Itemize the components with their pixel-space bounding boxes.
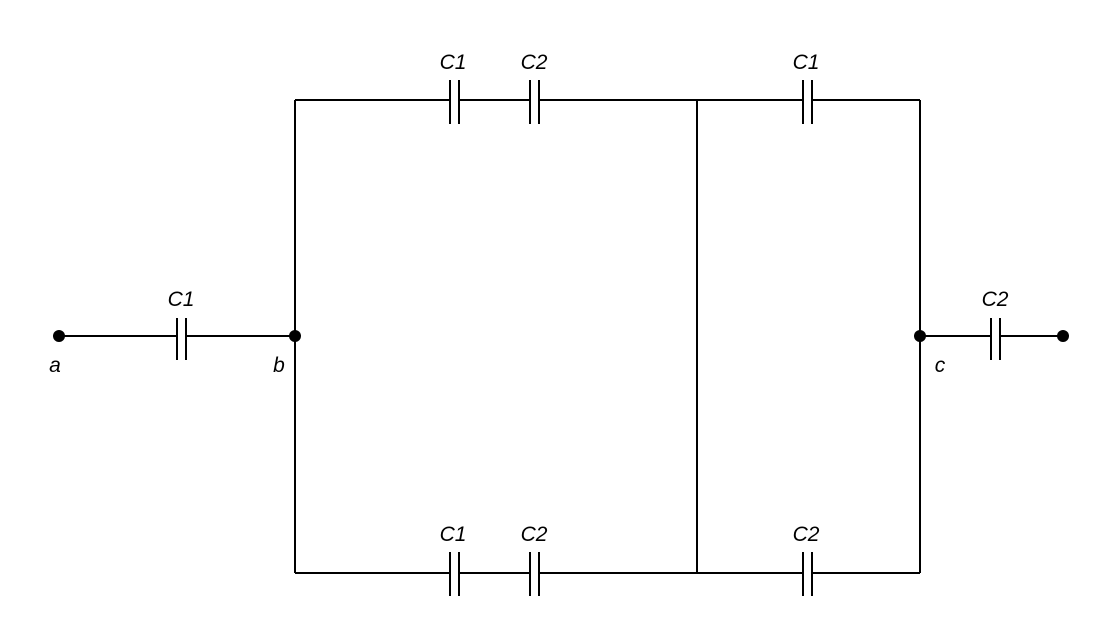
capacitor-label: C1 [440,51,467,74]
terminal-a: a [49,330,65,377]
wires [59,99,1063,574]
capacitor-label: C2 [521,523,548,546]
capacitor-bottom-right-c2: C2 [793,523,820,596]
capacitor-label: C2 [793,523,820,546]
capacitor-bottom-left-c2: C2 [521,523,548,596]
capacitor-top-left-c2: C2 [521,51,548,124]
capacitor-bottom-left-c1: C1 [440,523,467,596]
capacitor-input-c1: C1 [168,288,195,360]
node-label-a: a [49,354,61,377]
capacitor-top-right-c1: C1 [793,51,820,124]
capacitor-label: C2 [521,51,548,74]
capacitor-label: C1 [793,51,820,74]
capacitor-label: C1 [168,288,195,311]
capacitor-label: C2 [982,288,1009,311]
capacitor-top-left-c1: C1 [440,51,467,124]
node-label-b: b [273,354,285,377]
junction-b: b [273,330,301,377]
junction-c: c [914,330,946,377]
terminal-output [1057,330,1069,342]
capacitor-output-c2: C2 [982,288,1009,360]
node-label-c: c [935,354,946,377]
capacitor-label: C1 [440,523,467,546]
